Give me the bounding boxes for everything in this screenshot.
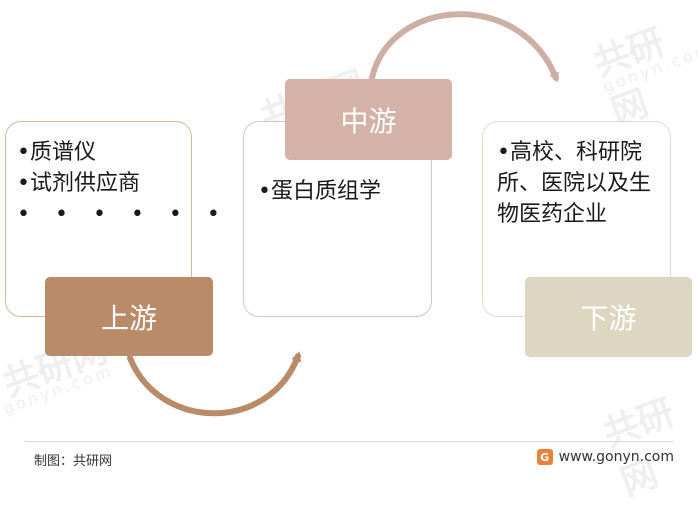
footer-website-text: www.gonyn.com — [558, 449, 674, 465]
midstream-list: •蛋白质组学 — [258, 176, 381, 207]
footer-source: 制图：共研网 — [34, 454, 113, 469]
gonyn-logo-icon: G — [536, 449, 553, 465]
footer-divider — [25, 441, 673, 442]
upstream-item: •试剂供应商 — [17, 171, 140, 196]
downstream-label: 下游 — [525, 277, 692, 357]
arrow-upstream-to-midstream — [127, 351, 301, 417]
midstream-item: •蛋白质组学 — [258, 179, 381, 204]
downstream-item: •高校、科研院所、医院以及生物医药企业 — [497, 140, 652, 227]
midstream-label: 中游 — [285, 79, 452, 160]
flow-arrows — [127, 11, 559, 417]
downstream-list: •高校、科研院所、医院以及生物医药企业 — [497, 137, 657, 230]
upstream-label: 上游 — [45, 277, 213, 356]
upstream-list: •质谱仪 •试剂供应商 • • • • • • — [17, 137, 229, 230]
arrow-midstream-to-downstream — [369, 11, 559, 83]
upstream-item-ellipsis: • • • • • • — [17, 202, 229, 227]
upstream-item: •质谱仪 — [17, 140, 96, 165]
footer-website: G www.gonyn.com — [536, 449, 674, 465]
